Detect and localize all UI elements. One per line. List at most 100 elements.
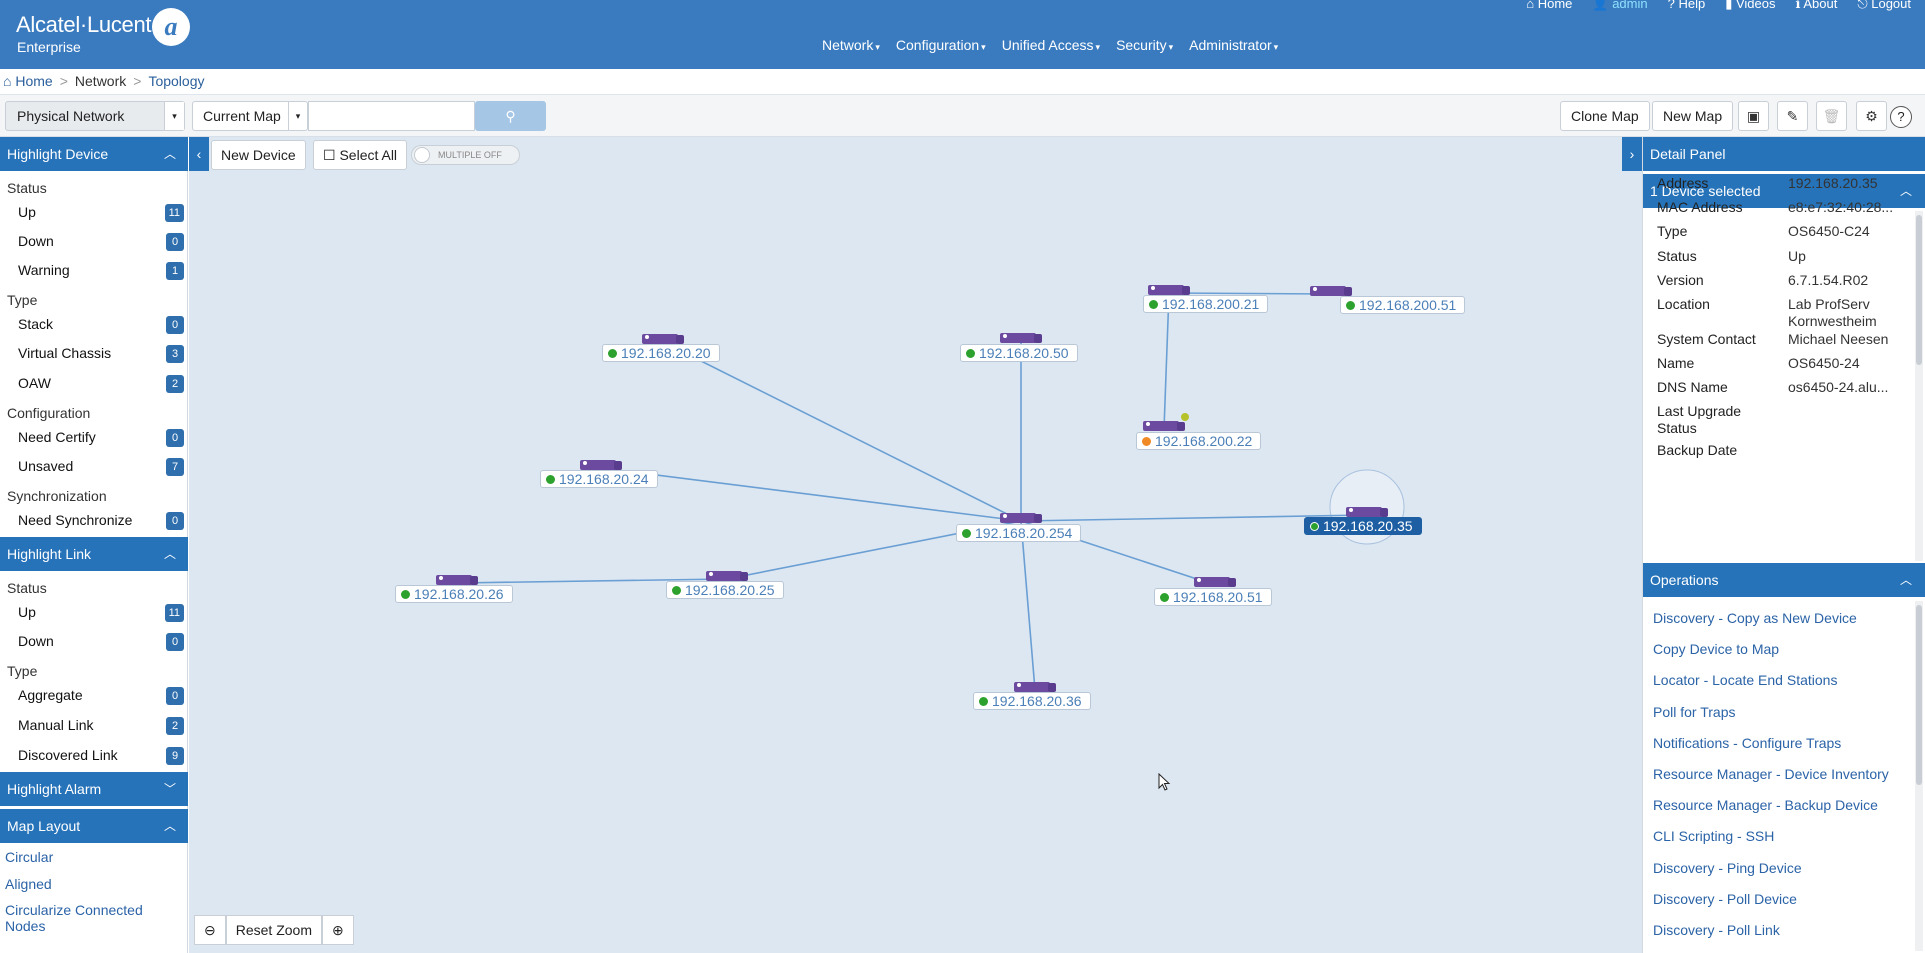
switch-device-icon[interactable] xyxy=(580,460,622,470)
highlight-device-header[interactable]: Highlight Device ︿ xyxy=(0,137,188,171)
switch-device-icon[interactable] xyxy=(706,571,748,581)
topology-map[interactable] xyxy=(189,137,1642,953)
new-map-button[interactable]: New Map xyxy=(1652,101,1734,131)
about-link[interactable]: ℹ About xyxy=(1796,0,1838,12)
switch-device-icon[interactable] xyxy=(1000,333,1042,343)
zoom-out-icon[interactable]: ⊖ xyxy=(194,915,226,945)
topology-link[interactable] xyxy=(456,578,728,584)
nav-unified-access[interactable]: Unified Access xyxy=(1002,37,1100,53)
layout-circularize-connected[interactable]: Circularize Connected Nodes xyxy=(5,902,143,934)
map-search-input[interactable] xyxy=(308,101,475,131)
layout-aligned[interactable]: Aligned xyxy=(5,876,52,892)
save-icon[interactable]: ▣ xyxy=(1738,101,1769,131)
nav-network[interactable]: Network xyxy=(822,37,880,53)
topology-link[interactable] xyxy=(600,467,1022,522)
select-all-button[interactable]: ☐ Select All xyxy=(313,140,408,170)
operation-link[interactable]: Discovery - Poll Device xyxy=(1653,890,1797,907)
operation-link[interactable]: Resource Manager - Backup Device xyxy=(1653,797,1878,814)
operation-link[interactable]: Poll for Traps xyxy=(1653,703,1736,720)
node-label[interactable]: 192.168.200.51 xyxy=(1340,296,1466,314)
node-label[interactable]: 192.168.20.25 xyxy=(666,581,784,599)
node-label[interactable]: 192.168.20.36 xyxy=(973,692,1091,710)
switch-device-icon[interactable] xyxy=(1143,421,1185,431)
layout-circular[interactable]: Circular xyxy=(5,849,54,865)
topology-link[interactable] xyxy=(1163,292,1170,430)
map-layout-header[interactable]: Map Layout ︿ xyxy=(0,809,188,843)
network-select[interactable]: Physical Network ▾ xyxy=(5,101,185,131)
delete-icon[interactable]: 🗑 xyxy=(1816,101,1847,131)
scroll-thumb[interactable] xyxy=(1916,605,1922,785)
chevron-left-icon[interactable]: ‹ xyxy=(189,137,209,171)
node-label[interactable]: 192.168.20.26 xyxy=(395,585,513,603)
breadcrumb-network[interactable]: Network xyxy=(74,73,127,89)
selection-header[interactable]: 1 Device selected ︿ xyxy=(1643,174,1925,208)
gear-icon[interactable]: ⚙ xyxy=(1856,101,1887,131)
nav-security[interactable]: Security xyxy=(1116,37,1173,53)
multiple-toggle[interactable]: MULTIPLE OFF xyxy=(411,145,520,165)
search-button[interactable]: ⚲ xyxy=(475,101,546,131)
operation-link[interactable]: Discovery - Poll Link xyxy=(1653,922,1780,938)
switch-device-icon[interactable] xyxy=(642,334,684,344)
highlight-alarm-header[interactable]: Highlight Alarm ﹀ xyxy=(0,772,188,806)
clone-map-button[interactable]: Clone Map xyxy=(1560,101,1650,131)
node-label[interactable]: 192.168.20.254 xyxy=(956,524,1082,542)
operation-link[interactable]: Discovery - Ping Device xyxy=(1653,859,1802,876)
breadcrumb-home[interactable]: ⌂ Home xyxy=(3,73,53,89)
nav-administrator[interactable]: Administrator xyxy=(1189,37,1278,53)
chevron-right-icon[interactable]: › xyxy=(1622,137,1642,171)
operation-link[interactable]: Notifications - Configure Traps xyxy=(1653,734,1842,751)
node-label[interactable]: 192.168.20.51 xyxy=(1154,588,1272,606)
node-label[interactable]: 192.168.200.21 xyxy=(1143,295,1269,313)
switch-device-icon[interactable] xyxy=(1194,577,1236,587)
operation-link[interactable]: CLI Scripting - SSH xyxy=(1653,828,1775,845)
topology-link[interactable] xyxy=(1168,292,1332,295)
help-icon[interactable]: ? xyxy=(1890,106,1912,128)
properties-scrollbar[interactable] xyxy=(1915,211,1923,561)
switch-device-icon[interactable] xyxy=(1346,507,1388,517)
topology-link[interactable] xyxy=(662,341,1022,522)
reset-zoom-button[interactable]: Reset Zoom xyxy=(225,915,322,945)
nav-configuration[interactable]: Configuration xyxy=(896,37,986,53)
operation-link[interactable]: Discovery - Copy as New Device xyxy=(1653,610,1857,626)
topology-link[interactable] xyxy=(1020,514,1368,522)
operations-scrollbar[interactable] xyxy=(1915,601,1923,951)
help-link[interactable]: ? Help xyxy=(1668,0,1706,12)
logout-link[interactable]: ⎋ Logout xyxy=(1857,0,1911,12)
highlight-link-header[interactable]: Highlight Link ︿ xyxy=(0,537,188,571)
zoom-in-icon[interactable]: ⊕ xyxy=(321,915,354,945)
edit-icon[interactable]: ✎ xyxy=(1777,101,1808,131)
switch-device-icon[interactable] xyxy=(1014,682,1056,692)
node-label[interactable]: 192.168.20.50 xyxy=(960,344,1078,362)
map-select[interactable]: Current Map ▾ xyxy=(192,101,308,131)
operations-header[interactable]: Operations ︿ xyxy=(1643,563,1925,597)
node-label[interactable]: 192.168.20.35 xyxy=(1304,517,1422,535)
user-link[interactable]: 👤 admin xyxy=(1592,0,1647,12)
switch-device-icon[interactable] xyxy=(1310,286,1352,296)
topology-link[interactable] xyxy=(1020,520,1036,691)
node-label[interactable]: 192.168.20.24 xyxy=(540,470,658,488)
operation-link[interactable]: Copy Device to Map xyxy=(1653,641,1780,658)
operation-link[interactable]: Locator - Locate End Stations xyxy=(1653,672,1838,689)
operation-link[interactable]: Resource Manager - Device Inventory xyxy=(1653,766,1889,782)
node-label[interactable]: 192.168.200.22 xyxy=(1136,432,1262,450)
node-label[interactable]: 192.168.20.20 xyxy=(602,344,720,362)
switch-device-icon[interactable] xyxy=(436,575,478,585)
new-device-button[interactable]: New Device xyxy=(211,140,306,170)
switch-device-icon[interactable] xyxy=(1000,513,1042,523)
home-link[interactable]: ⌂ Home xyxy=(1526,0,1572,12)
switch-device-icon[interactable] xyxy=(1148,285,1190,295)
